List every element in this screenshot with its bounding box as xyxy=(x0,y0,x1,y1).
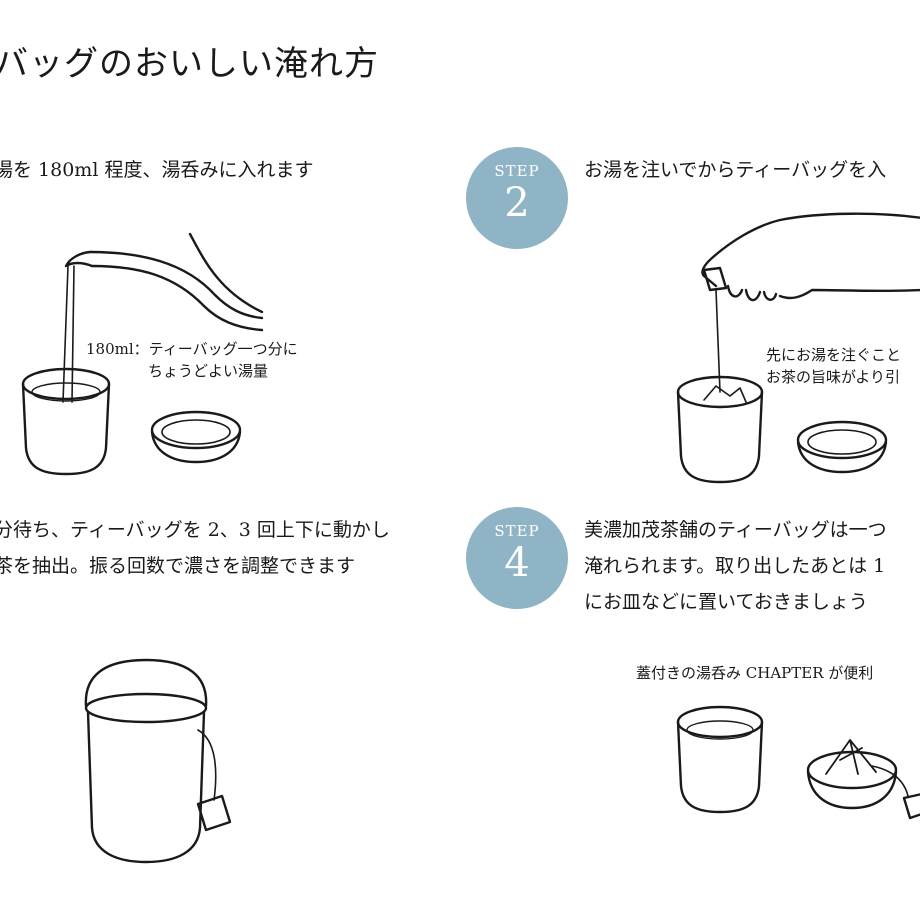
lid-dome xyxy=(84,658,208,708)
step-4-note-line: 蓋付きの湯呑み CHAPTER が便利 xyxy=(636,664,874,682)
kettle-body-outline xyxy=(88,250,264,320)
kettle-spout xyxy=(64,250,94,268)
step-3-caption-line: 分待ち、ティーバッグを 2、3 回上下に動かし xyxy=(0,519,390,541)
step-1-note-line: ちょうどよい湯量 xyxy=(148,362,269,380)
lid-inner xyxy=(161,419,231,445)
lid-rim xyxy=(150,410,242,450)
step-3-illustration xyxy=(84,658,232,864)
lid-rim xyxy=(796,420,888,460)
hand-fingers xyxy=(726,284,778,302)
step-1-caption: 湯を 180ml 程度、湯呑みに入れます xyxy=(0,152,313,188)
step-2-badge: STEP 2 xyxy=(466,147,568,249)
kettle-body-inner xyxy=(90,264,264,332)
step-4-illustration xyxy=(676,705,920,820)
step-2-note: 先にお湯を注ぐこと お茶の旨味がより引 xyxy=(766,344,901,388)
lid-rim xyxy=(806,750,898,790)
cup-body xyxy=(21,382,111,476)
tea-bag-tag xyxy=(196,794,232,832)
step-3-caption-line: 茶を抽出。振る回数で濃さを調整できます xyxy=(0,555,356,577)
step-badge-label: STEP xyxy=(494,162,540,180)
step-3-caption: 分待ち、ティーバッグを 2、3 回上下に動かし 茶を抽出。振る回数で濃さを調整で… xyxy=(0,512,390,584)
cup-rim xyxy=(21,367,111,401)
lid-rim xyxy=(84,692,208,724)
used-tea-bag xyxy=(825,739,877,775)
step-4-caption-line: にお皿などに置いておきましょう xyxy=(584,591,868,613)
tea-bag-tag xyxy=(702,266,728,292)
cup-body xyxy=(676,720,764,814)
page-title: バッグのおいしい淹れ方 xyxy=(0,44,379,84)
step-2-caption: お湯を注いでからティーバッグを入 xyxy=(584,152,886,188)
lid-base xyxy=(806,770,898,810)
tea-bag-string xyxy=(715,289,721,393)
step-2-note-line: 先にお湯を注ぐこと xyxy=(766,346,902,364)
kettle-handle-outline xyxy=(188,232,264,314)
cup-body xyxy=(86,710,206,864)
cup-body xyxy=(676,390,764,484)
step-4-caption-line: 美濃加茂茶舗のティーバッグは一つ xyxy=(584,519,887,541)
water-stream xyxy=(62,265,75,403)
step-4-badge: STEP 4 xyxy=(466,507,568,609)
step-1-caption-line: 湯を 180ml 程度、湯呑みに入れます xyxy=(0,159,314,181)
step-badge-number: 2 xyxy=(504,180,530,226)
hand-outline xyxy=(701,212,920,300)
tea-bag-string xyxy=(197,729,217,801)
step-1-note: 180ml：ティーバッグ一つ分に ちょうどよい湯量 xyxy=(86,338,298,382)
step-2-note-line: お茶の旨味がより引 xyxy=(766,368,900,386)
lid-base xyxy=(796,440,888,474)
tea-bag-string xyxy=(871,765,909,797)
cup-water xyxy=(31,382,101,402)
step-2-illustration xyxy=(676,212,920,484)
cup-rim xyxy=(676,705,764,739)
tea-bag-in-cup xyxy=(703,385,747,403)
step-badge-number: 4 xyxy=(504,540,530,586)
step-4-note: 蓋付きの湯呑み CHAPTER が便利 xyxy=(636,662,873,684)
lid-base xyxy=(150,430,242,464)
step-1-note-line: 180ml：ティーバッグ一つ分に xyxy=(86,340,298,358)
tea-bag-tag xyxy=(902,793,920,820)
step-4-caption-line: 淹れられます。取り出したあとは 1 xyxy=(584,555,886,577)
step-2-caption-line: お湯を注いでからティーバッグを入 xyxy=(584,159,887,181)
step-badge-label: STEP xyxy=(494,522,540,540)
step-4-caption: 美濃加茂茶舗のティーバッグは一つ 淹れられます。取り出したあとは 1 にお皿など… xyxy=(584,512,887,620)
lid-inner xyxy=(807,429,877,455)
step-1-illustration xyxy=(21,232,264,476)
cup-water xyxy=(686,720,754,740)
